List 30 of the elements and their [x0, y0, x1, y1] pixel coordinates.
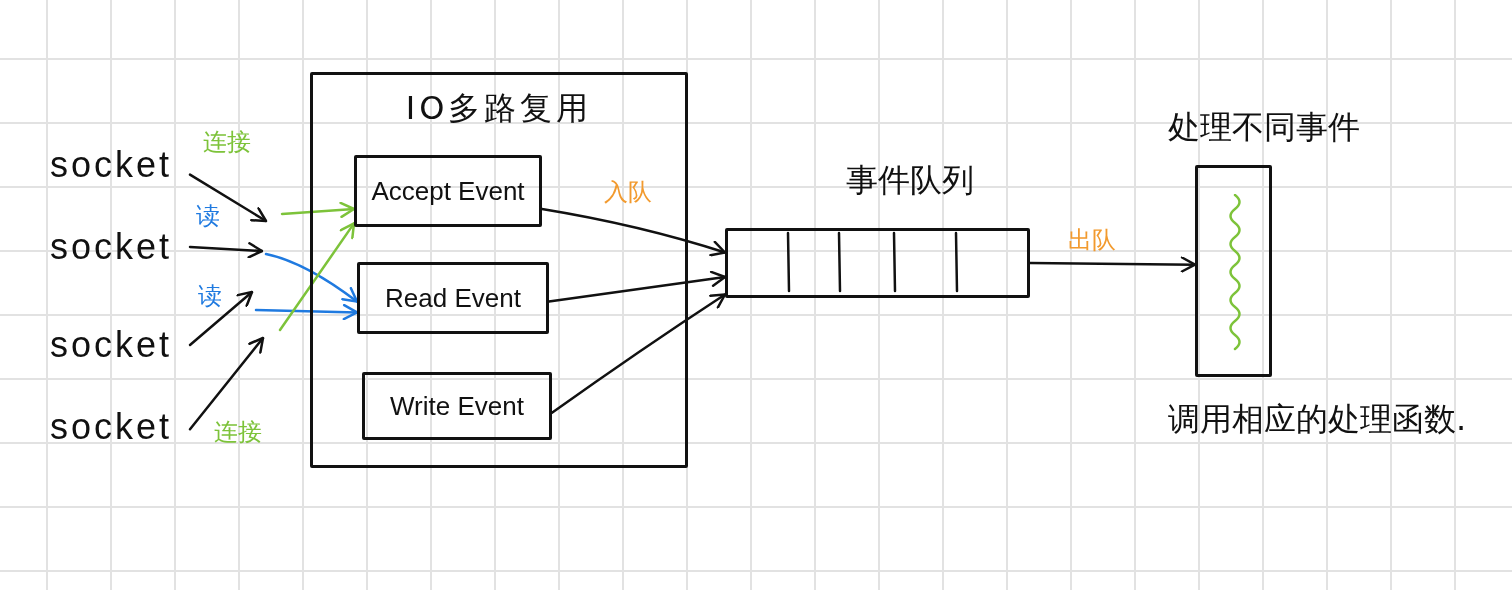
event-box: Read Event	[357, 262, 549, 334]
edge-label: 出队	[1068, 226, 1116, 255]
arrow	[188, 173, 268, 223]
arrow	[1028, 256, 1197, 273]
socket-label: socket	[50, 323, 190, 367]
arrow	[278, 222, 356, 332]
arrow	[540, 207, 727, 257]
arrow	[264, 252, 359, 303]
event-box: Write Event	[362, 372, 552, 440]
socket-label: socket	[50, 143, 190, 187]
arrow	[188, 242, 264, 259]
multiplexer-frame	[310, 72, 688, 468]
queue-title: 事件队列	[846, 161, 974, 200]
edge-label: 连接	[203, 128, 251, 157]
arrow	[254, 303, 359, 321]
socket-label: socket	[50, 225, 190, 269]
socket-label: socket	[50, 405, 190, 449]
edge-label: 连接	[214, 418, 262, 447]
edge-label: 读	[198, 282, 222, 311]
arrow	[188, 290, 254, 347]
frame-title: IO多路复用	[405, 89, 593, 128]
arrow	[547, 270, 727, 303]
handler-title: 处理不同事件	[1168, 108, 1360, 147]
arrow	[280, 201, 356, 219]
arrow	[550, 293, 727, 415]
handler-description: 调用相应的处理函数.	[1168, 400, 1467, 439]
arrow	[188, 336, 265, 431]
edge-label: 读	[196, 202, 220, 231]
edge-label: 入队	[604, 178, 652, 207]
event-box: Accept Event	[354, 155, 542, 227]
